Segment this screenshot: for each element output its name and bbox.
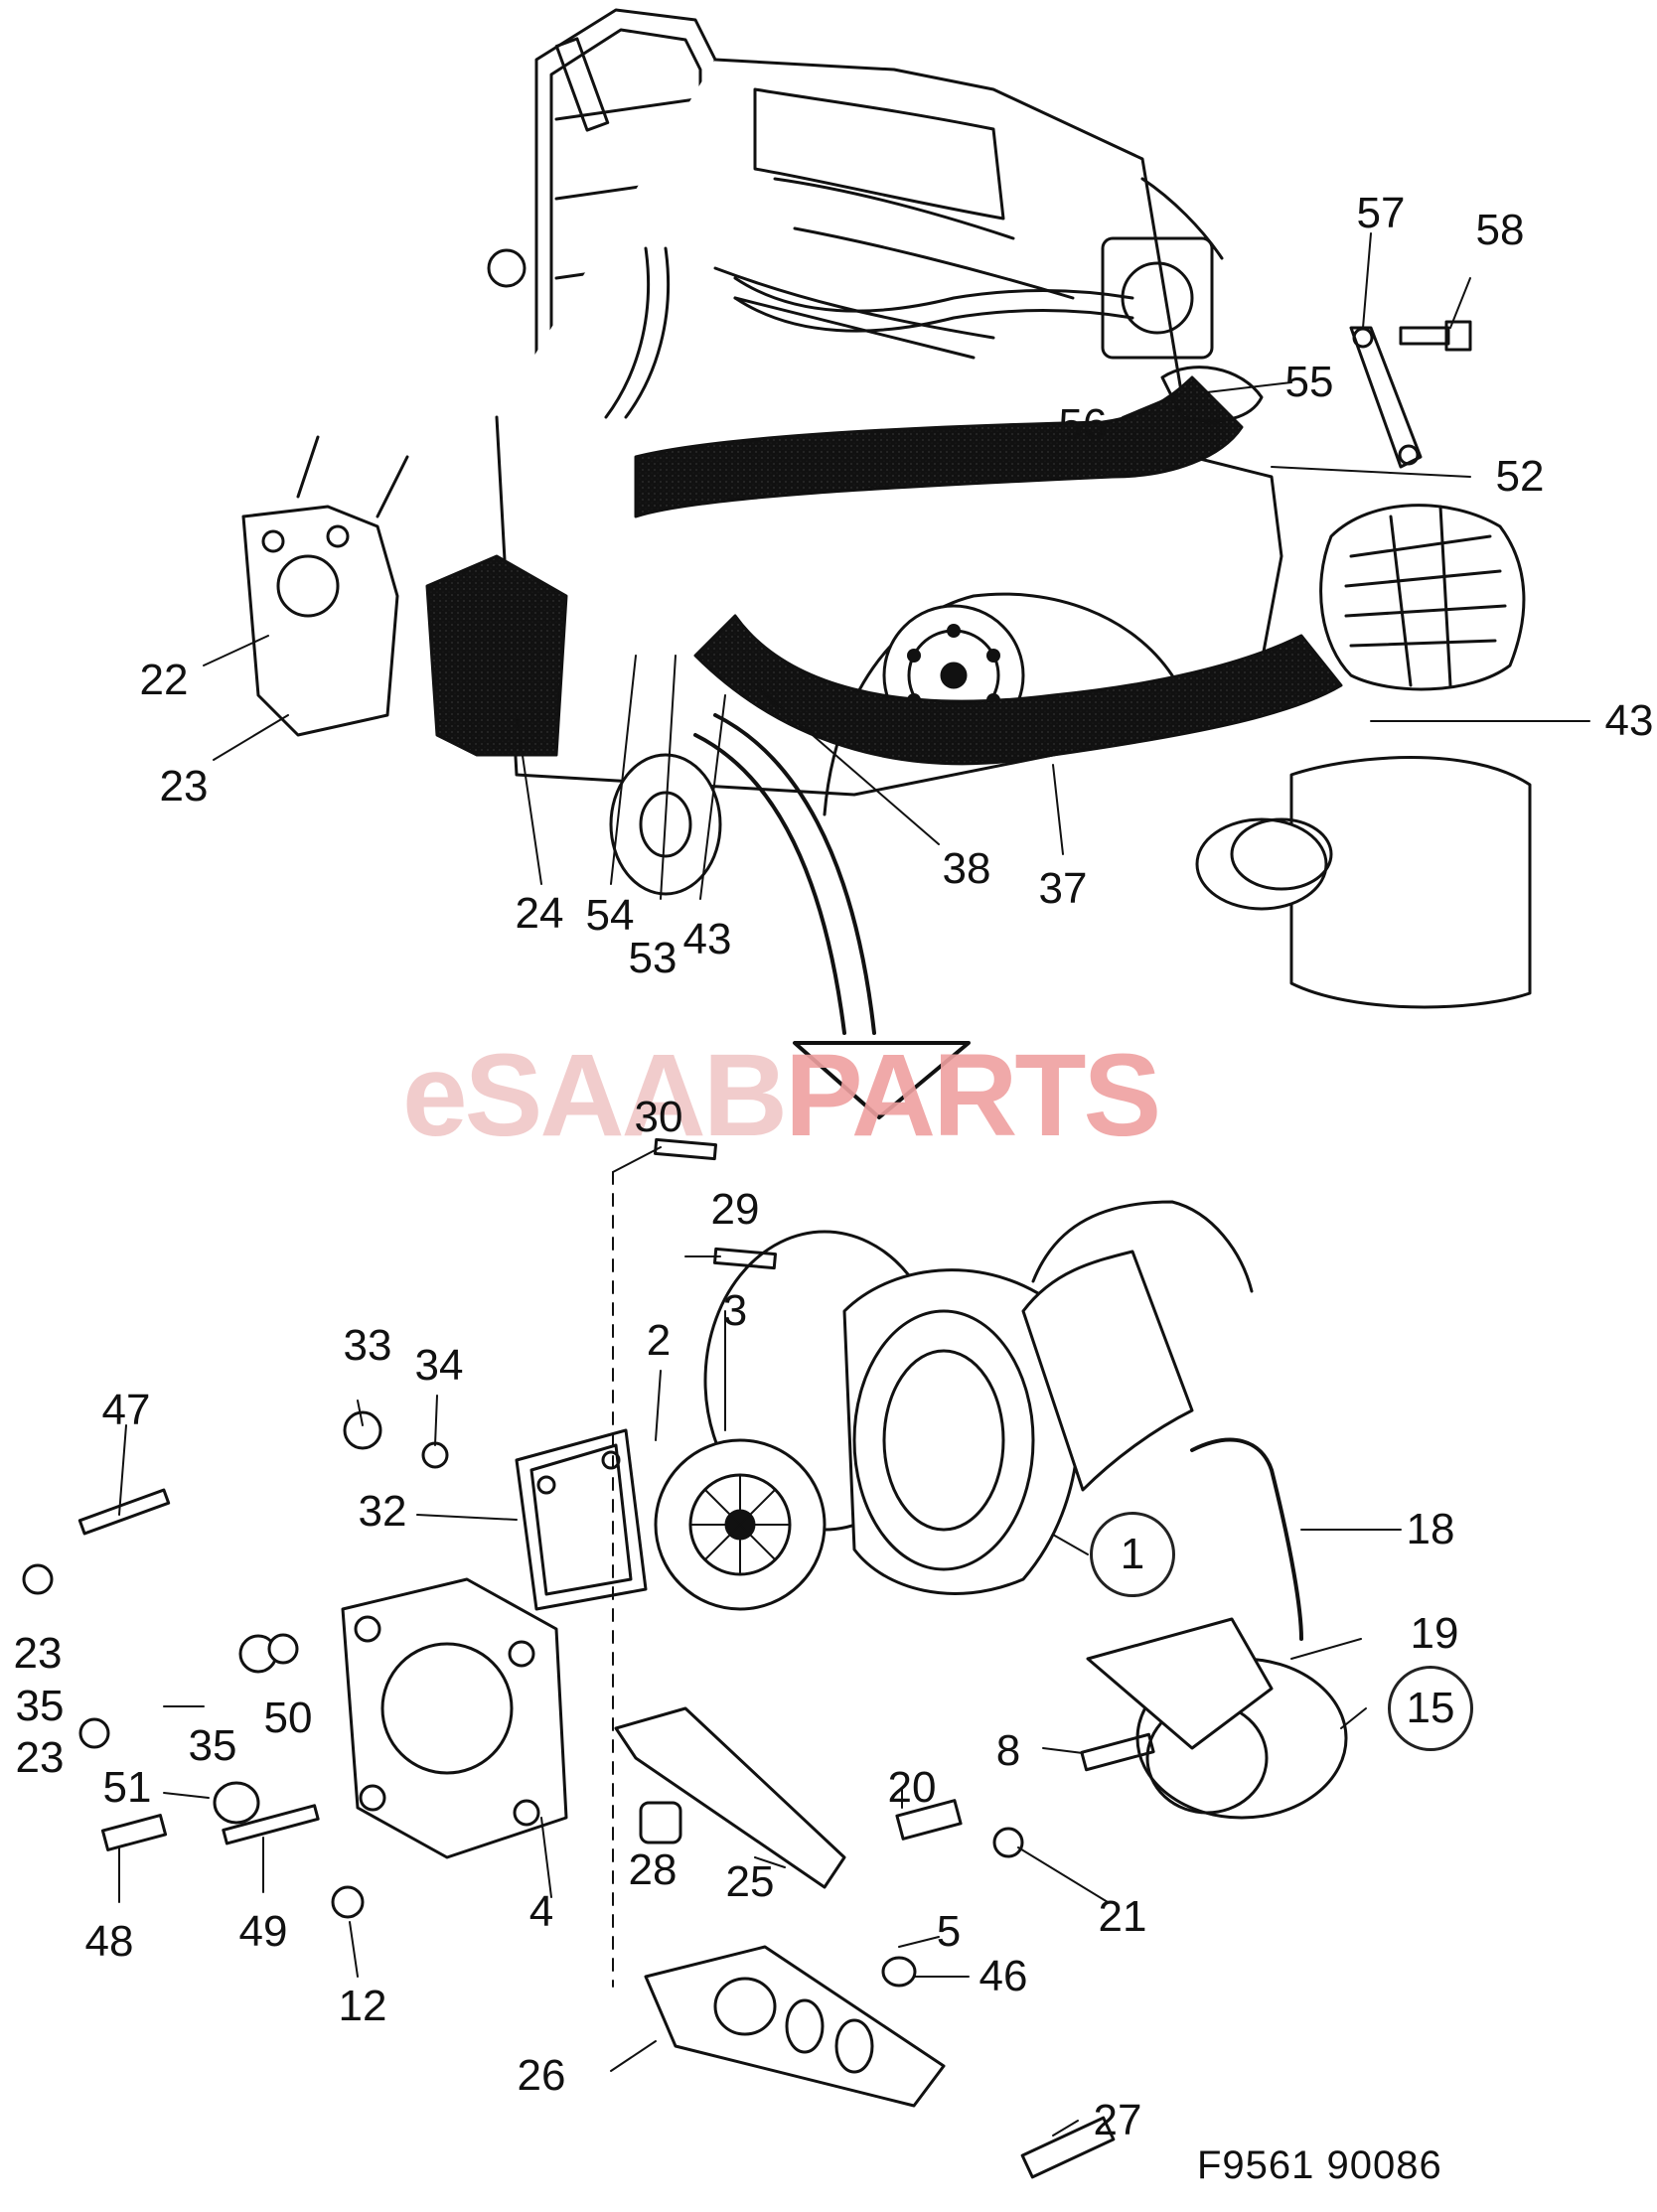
callout-24: 24 [515, 889, 564, 938]
callout-35-right: 35 [188, 1721, 237, 1770]
callout-55: 55 [1284, 358, 1334, 406]
figure-code: F9561 90086 [1197, 2143, 1442, 2187]
callout-52: 52 [1495, 452, 1545, 501]
callout-50: 50 [263, 1694, 313, 1742]
callout-46: 46 [979, 1952, 1028, 2000]
callout-34: 34 [414, 1341, 464, 1390]
intake-pipes [634, 320, 1532, 1009]
callout-23-upper: 23 [159, 762, 209, 811]
callout-20: 20 [887, 1763, 937, 1812]
callout-47: 47 [101, 1386, 151, 1434]
callout-32: 32 [358, 1487, 407, 1536]
callout-49: 49 [238, 1907, 288, 1956]
callout-43-lower: 43 [682, 915, 732, 963]
callout-2: 2 [646, 1316, 672, 1365]
esaabparts-watermark: eSAABPARTS [402, 1028, 1161, 1163]
callout-58: 58 [1475, 206, 1525, 254]
callout-43-right: 43 [1604, 696, 1654, 745]
callout-15-circled: 15 [1388, 1666, 1473, 1751]
leader-lines-lower [118, 1146, 1402, 2137]
watermark-prefix: eSAAB [402, 1030, 788, 1161]
callout-35-left: 35 [15, 1682, 65, 1730]
callout-25: 25 [725, 1857, 775, 1906]
callout-53: 53 [628, 934, 678, 982]
callout-30: 30 [634, 1093, 683, 1141]
leader-lines-upper [203, 232, 1590, 900]
callout-23-left: 23 [13, 1629, 63, 1678]
callout-4: 4 [528, 1887, 554, 1936]
turbocharger [22, 1137, 1348, 2179]
callout-38: 38 [942, 844, 991, 893]
callout-26: 26 [517, 2051, 566, 2100]
callout-1-circled: 1 [1090, 1512, 1175, 1597]
callout-19: 19 [1410, 1609, 1459, 1658]
watermark-suffix: PARTS [784, 1030, 1161, 1161]
callout-5: 5 [936, 1907, 962, 1956]
callout-33: 33 [343, 1321, 392, 1370]
callout-56: 56 [1058, 400, 1108, 449]
callout-28: 28 [628, 1845, 678, 1894]
callout-57: 57 [1356, 189, 1406, 237]
callout-23-lower-left: 23 [15, 1733, 65, 1782]
callout-27: 27 [1093, 2096, 1142, 2144]
engine-block [241, 8, 1283, 896]
callout-3: 3 [722, 1286, 748, 1335]
callout-12: 12 [338, 1982, 387, 2030]
callout-29: 29 [710, 1185, 760, 1234]
callout-18: 18 [1406, 1505, 1455, 1553]
callout-8: 8 [995, 1726, 1021, 1775]
callout-22: 22 [139, 656, 189, 704]
callout-21: 21 [1098, 1892, 1147, 1941]
callout-37: 37 [1038, 864, 1088, 913]
detail-arrow [693, 713, 971, 1119]
callout-51: 51 [102, 1763, 152, 1812]
callout-54: 54 [585, 891, 635, 940]
callout-48: 48 [84, 1917, 134, 1966]
